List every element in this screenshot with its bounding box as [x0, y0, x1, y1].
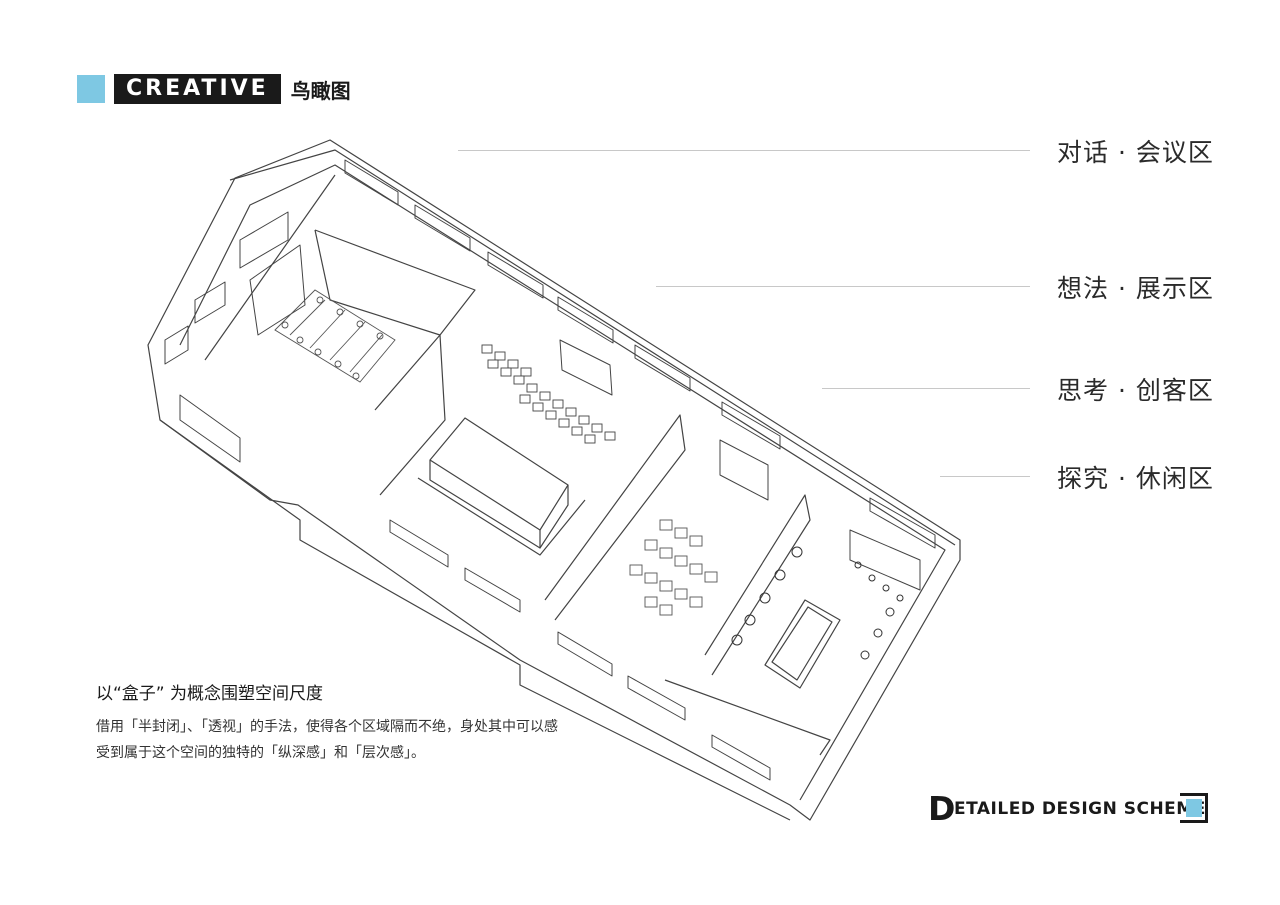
front-wall — [159, 419, 791, 821]
leader-line-1 — [458, 150, 1030, 151]
leader-line-2 — [656, 286, 1030, 287]
front-windows — [179, 394, 771, 781]
accent-square — [77, 75, 105, 103]
header-subtitle: 鸟瞰图 — [290, 78, 351, 103]
brand-square-icon — [1186, 799, 1202, 817]
zone-label-display: 想法 · 展示区 — [1057, 274, 1214, 303]
building-outline — [147, 139, 961, 821]
caption-body: 借用「半封闭」、「透视」的手法，使得各个区域隔而不绝，身处其中可以感受到属于这个… — [96, 719, 558, 761]
brand-initial: D — [928, 789, 956, 828]
floor-edge — [204, 174, 336, 361]
cube-cluster — [629, 519, 718, 616]
brand-mark: D ETAILED DESIGN SCHEME — [928, 792, 1214, 826]
zone-label-leisure: 探究 · 休闲区 — [1057, 464, 1214, 493]
workstations — [274, 289, 396, 383]
zone-label-meeting: 对话 · 会议区 — [1057, 138, 1214, 167]
zone-label-maker: 思考 · 创客区 — [1057, 376, 1214, 405]
header: CREATIVE 鸟瞰图 — [77, 74, 351, 104]
partition-3 — [544, 414, 686, 621]
round-tables — [731, 546, 904, 660]
bookshelf-seating — [481, 344, 616, 444]
left-windows — [164, 211, 306, 365]
leader-line-4 — [940, 476, 1030, 477]
brand-frame-icon — [1180, 793, 1208, 823]
leader-line-3 — [822, 388, 1030, 389]
partition-5 — [664, 679, 831, 756]
caption-title: 以“盒子” 为概念围塑空间尺度 — [96, 684, 324, 704]
inner-wall-back — [179, 164, 946, 801]
roof-edge — [229, 149, 956, 546]
back-windows — [344, 159, 936, 549]
partition-1 — [314, 229, 476, 336]
long-table — [764, 599, 841, 689]
central-table — [429, 417, 569, 531]
right-window — [849, 529, 921, 591]
partition-4 — [704, 494, 811, 676]
brand-text: ETAILED DESIGN SCHEME — [954, 799, 1206, 819]
header-tag: CREATIVE — [114, 74, 281, 104]
partition-2 — [374, 334, 446, 496]
